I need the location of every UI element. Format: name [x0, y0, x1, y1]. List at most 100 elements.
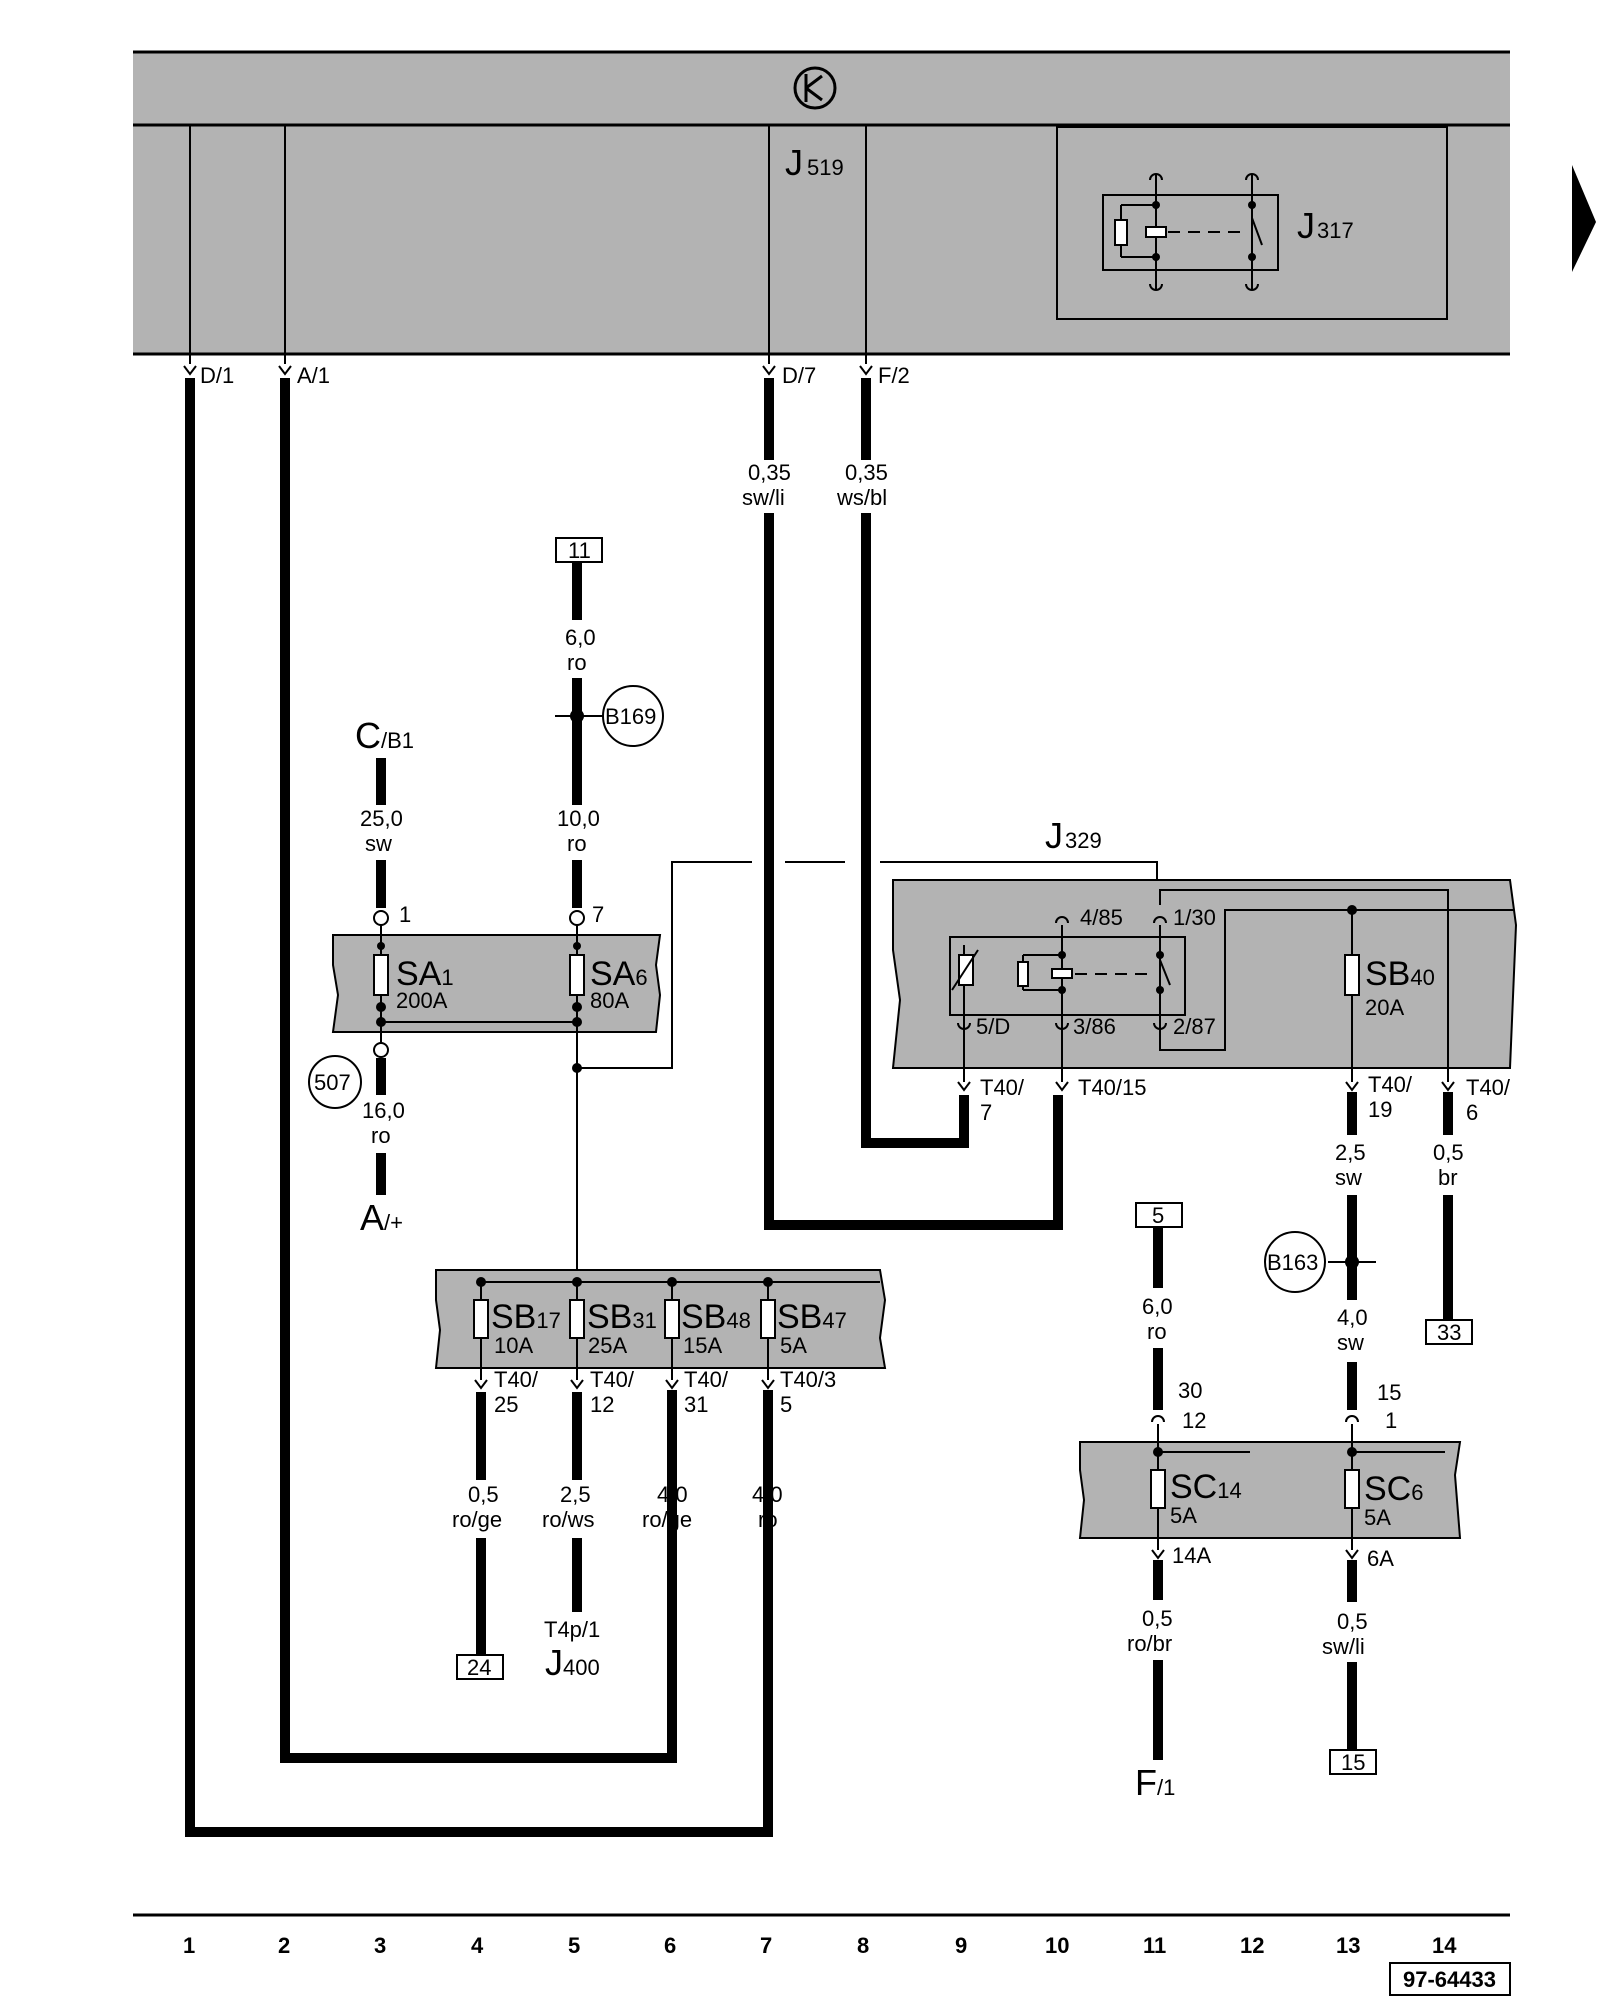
- pin-t40-25b: 25: [494, 1392, 518, 1417]
- ref-b163: B163: [1267, 1250, 1318, 1275]
- sb17-num: 17: [536, 1308, 560, 1333]
- sc14-name: SC: [1170, 1468, 1217, 1506]
- j519-number: 519: [807, 155, 844, 180]
- sb31-num: 31: [632, 1308, 656, 1333]
- aplus-letter: A: [360, 1197, 384, 1238]
- wire-14a-size: 0,5: [1142, 1606, 1173, 1631]
- sb47-name: SB: [777, 1298, 822, 1336]
- wire-5-size: 6,0: [1142, 1294, 1173, 1319]
- aplus-sub: /+: [384, 1210, 403, 1235]
- wire-12-size: 2,5: [560, 1482, 591, 1507]
- sa-fuse-block: SA1 200A SA6 80A: [331, 925, 662, 1070]
- wire-cb1-size: 25,0: [360, 806, 403, 831]
- sa6-num: 6: [635, 965, 647, 990]
- sb17-amp: 10A: [494, 1333, 533, 1358]
- ref-33: 33: [1437, 1320, 1461, 1345]
- cb1-letter: C: [355, 715, 381, 756]
- wire-aplus-color: ro: [371, 1123, 391, 1148]
- svg-text:C/B1: C/B1: [355, 715, 414, 756]
- pin-t40-35b: 5: [780, 1392, 792, 1417]
- pin-a1: A/1: [297, 363, 330, 388]
- j400-letter: J: [545, 1642, 563, 1683]
- sa6-to-j329: J329: [572, 815, 1158, 1280]
- cb1-branch: C/B1 25,0 sw 1: [355, 715, 414, 927]
- sc14-num: 14: [1217, 1478, 1241, 1503]
- j519-internal-wires: [189, 125, 867, 364]
- wire-35-size: 4,0: [752, 1482, 783, 1507]
- wire-35-color: ro: [758, 1507, 778, 1532]
- sb31-name: SB: [587, 1298, 632, 1336]
- svg-text:J317: J317: [1297, 205, 1354, 246]
- sa6-name: SA: [590, 955, 636, 993]
- next-page-marker-icon[interactable]: [1572, 165, 1596, 272]
- wire-5-color: ro: [1147, 1319, 1167, 1344]
- sc6-out: 0,5 sw/li 15: [1322, 1560, 1377, 1775]
- ref-507: 507: [314, 1070, 351, 1095]
- wire-b169-size: 10,0: [557, 806, 600, 831]
- j317-number: 317: [1317, 218, 1354, 243]
- j317-letter: J: [1297, 205, 1315, 246]
- main-wires: [185, 378, 1063, 1837]
- sb48-num: 48: [726, 1308, 750, 1333]
- sa1-num: 1: [441, 965, 453, 990]
- ground-symbol-icon: [793, 66, 837, 110]
- wire-d7-color: sw/li: [742, 485, 785, 510]
- sb-fuse-block: SB17 10A SB31 25A SB48 15A SB47 5A T40/ …: [434, 1269, 887, 1417]
- svg-text:J329: J329: [1045, 815, 1102, 856]
- svg-text:A/+: A/+: [360, 1197, 403, 1238]
- svg-text:J400: J400: [545, 1642, 600, 1683]
- f1-letter: F: [1135, 1762, 1157, 1803]
- j519-output-pins: D/1 A/1 D/7 F/2: [183, 363, 910, 388]
- t40-19-branch: 2,5 sw B163 4,0 sw 15 1: [1264, 1092, 1401, 1433]
- j317-relay: J317: [1056, 126, 1448, 320]
- j329-relay: SB40 20A 4/85 1/30 5/D 3/86 2/87 T40/ 7 …: [891, 879, 1518, 1125]
- pin-t40-6b: 6: [1466, 1100, 1478, 1125]
- svg-text:SB40: SB40: [1365, 955, 1435, 993]
- t40-6-branch: 0,5 br 33: [1425, 1092, 1473, 1345]
- scale-5: 5: [568, 1933, 580, 1958]
- pin-t40-35a: T40/3: [780, 1367, 836, 1392]
- pin-d1: D/1: [200, 363, 234, 388]
- sb17-name: SB: [491, 1298, 536, 1336]
- scale-8: 8: [857, 1933, 869, 1958]
- wire-d7-size: 0,35: [748, 460, 791, 485]
- sa1-name: SA: [396, 955, 442, 993]
- scale-6: 6: [664, 1933, 676, 1958]
- ref-24: 24: [467, 1655, 491, 1680]
- wire-cb1-color: sw: [365, 831, 392, 856]
- sa1-amp: 200A: [396, 988, 448, 1013]
- sc6-name: SC: [1364, 1470, 1411, 1508]
- pin-f2: F/2: [878, 363, 910, 388]
- wire-b163-size: 4,0: [1337, 1305, 1368, 1330]
- pin-sa-7: 7: [592, 902, 604, 927]
- wire-14a-color: ro/br: [1127, 1631, 1172, 1656]
- ref-11-branch: 11 6,0 ro B169 10,0 ro 7: [555, 537, 664, 927]
- wire-19-size: 2,5: [1335, 1140, 1366, 1165]
- sb40-num: 40: [1410, 965, 1434, 990]
- wire-6a-size: 0,5: [1337, 1609, 1368, 1634]
- wire-b169-color: ro: [567, 831, 587, 856]
- wire-25-size: 0,5: [468, 1482, 499, 1507]
- cb1-sub: /B1: [381, 728, 414, 753]
- wire-11-size: 6,0: [565, 625, 596, 650]
- j400-number: 400: [563, 1655, 600, 1680]
- pin-6a: 6A: [1367, 1546, 1394, 1571]
- pin-t40-7b: 7: [980, 1100, 992, 1125]
- sc6-num: 6: [1411, 1480, 1423, 1505]
- j329-number: 329: [1065, 828, 1102, 853]
- pin-t40-12a: T40/: [590, 1367, 635, 1392]
- wire-31-color: ro/ge: [642, 1507, 692, 1532]
- column-scale: 1 2 3 4 5 6 7 8 9 10 11 12 13 14 97-6443…: [133, 1913, 1511, 1996]
- scale-13: 13: [1336, 1933, 1360, 1958]
- sb47-num: 47: [822, 1308, 846, 1333]
- sa6-amp: 80A: [590, 988, 629, 1013]
- pin-sa-1: 1: [399, 902, 411, 927]
- pin-287: 2/87: [1173, 1014, 1216, 1039]
- pin-t40-12b: 12: [590, 1392, 614, 1417]
- aplus-branch: 507 16,0 ro A/+: [308, 1042, 405, 1238]
- sb47-amp: 5A: [780, 1333, 807, 1358]
- pin-130: 1/30: [1173, 905, 1216, 930]
- pin-t40-31b: 31: [684, 1392, 708, 1417]
- svg-text:SB31: SB31: [587, 1298, 657, 1336]
